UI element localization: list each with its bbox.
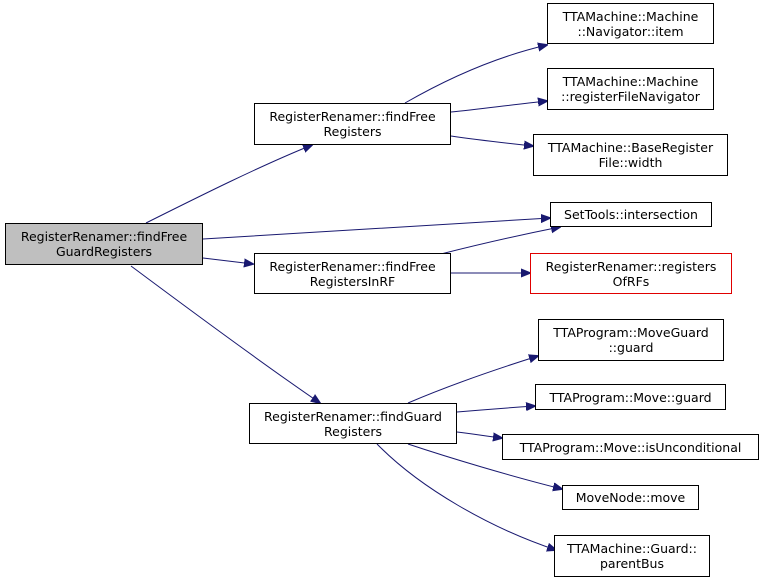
edge-findguardregisters-to-movenodemove	[407, 443, 562, 489]
node-findfreeguardregisters[interactable]: RegisterRenamer::findFree GuardRegisters	[5, 223, 203, 265]
node-findguardregisters[interactable]: RegisterRenamer::findGuard Registers	[249, 403, 457, 444]
edge-findguardregisters-to-moveguardguard	[407, 356, 538, 404]
node-label-line1: TTAMachine::BaseRegister	[547, 140, 714, 155]
node-label-line1: TTAMachine::Guard::	[567, 541, 697, 556]
node-label-line2: ::Navigator::item	[577, 23, 684, 39]
node-label-line1: RegisterRenamer::findFree	[269, 109, 436, 124]
node-label-line2: ::registerFileNavigator	[561, 89, 700, 104]
node-label-line1: TTAProgram::Move::guard	[549, 389, 712, 405]
node-label-line2: Registers	[323, 124, 382, 139]
node-label-line1: RegisterRenamer::findGuard	[264, 408, 442, 424]
node-label-line2: parentBus	[600, 556, 664, 571]
node-registerfilenavigator[interactable]: TTAMachine::Machine ::registerFileNaviga…	[547, 68, 714, 110]
node-label-line1: MoveNode::move	[575, 490, 686, 505]
node-moveguard-guard[interactable]: TTAProgram::MoveGuard ::guard	[538, 319, 724, 361]
edge-findguardregisters-to-isunconditional	[456, 431, 502, 438]
node-navigator-item[interactable]: TTAMachine::Machine ::Navigator::item	[547, 3, 714, 44]
node-label-line1: RegisterRenamer::findFree	[20, 229, 188, 244]
node-label-line2: ::guard	[608, 340, 654, 355]
node-label-line2: GuardRegisters	[55, 244, 153, 259]
node-label-line1: TTAMachine::Machine	[562, 74, 699, 89]
node-label-line1: TTAProgram::MoveGuard	[553, 325, 709, 340]
node-findfreeregisters[interactable]: RegisterRenamer::findFree Registers	[254, 103, 451, 145]
node-label-line1: RegisterRenamer::registers	[545, 258, 717, 274]
node-label-line1: RegisterRenamer::findFree	[269, 258, 436, 274]
node-registersofrfs[interactable]: RegisterRenamer::registers OfRFs	[530, 253, 732, 294]
edge-root-to-findfreeregistersinrf	[202, 257, 253, 264]
node-move-isunconditional[interactable]: TTAProgram::Move::isUnconditional	[502, 434, 759, 460]
node-guard-parentbus[interactable]: TTAMachine::Guard:: parentBus	[554, 535, 710, 577]
node-move-guard[interactable]: TTAProgram::Move::guard	[535, 384, 726, 410]
node-settools-intersection[interactable]: SetTools::intersection	[550, 202, 712, 227]
node-findfreeregistersinrf[interactable]: RegisterRenamer::findFree RegistersInRF	[254, 253, 451, 294]
node-label-line2: Registers	[324, 423, 382, 439]
edge-findfreeregisters-to-registerfilenavigator	[450, 101, 547, 113]
edge-findfreeregisters-to-width	[450, 135, 533, 146]
edge-root-to-findfreeregisters	[145, 145, 312, 224]
edge-root-to-findguardregisters	[130, 265, 320, 403]
edge-findfreeregistersinrf-to-intersection	[440, 227, 560, 255]
node-movenode-move[interactable]: MoveNode::move	[562, 485, 699, 510]
edge-findguardregisters-to-parentbus	[376, 443, 556, 550]
node-label-line1: TTAMachine::Machine	[562, 8, 699, 24]
node-label-line2: File::width	[598, 155, 663, 170]
node-label-line1: TTAProgram::Move::isUnconditional	[519, 439, 742, 455]
edge-root-to-intersection	[202, 218, 550, 240]
node-baseregisterfile-width[interactable]: TTAMachine::BaseRegister File::width	[533, 134, 728, 176]
edge-findguardregisters-to-moveguard	[456, 406, 535, 413]
edge-findfreeregisters-to-navigatoritem	[404, 45, 547, 104]
node-label-line2: RegistersInRF	[309, 273, 396, 289]
node-label-line2: OfRFs	[612, 273, 650, 289]
node-label-line1: SetTools::intersection	[564, 207, 698, 222]
